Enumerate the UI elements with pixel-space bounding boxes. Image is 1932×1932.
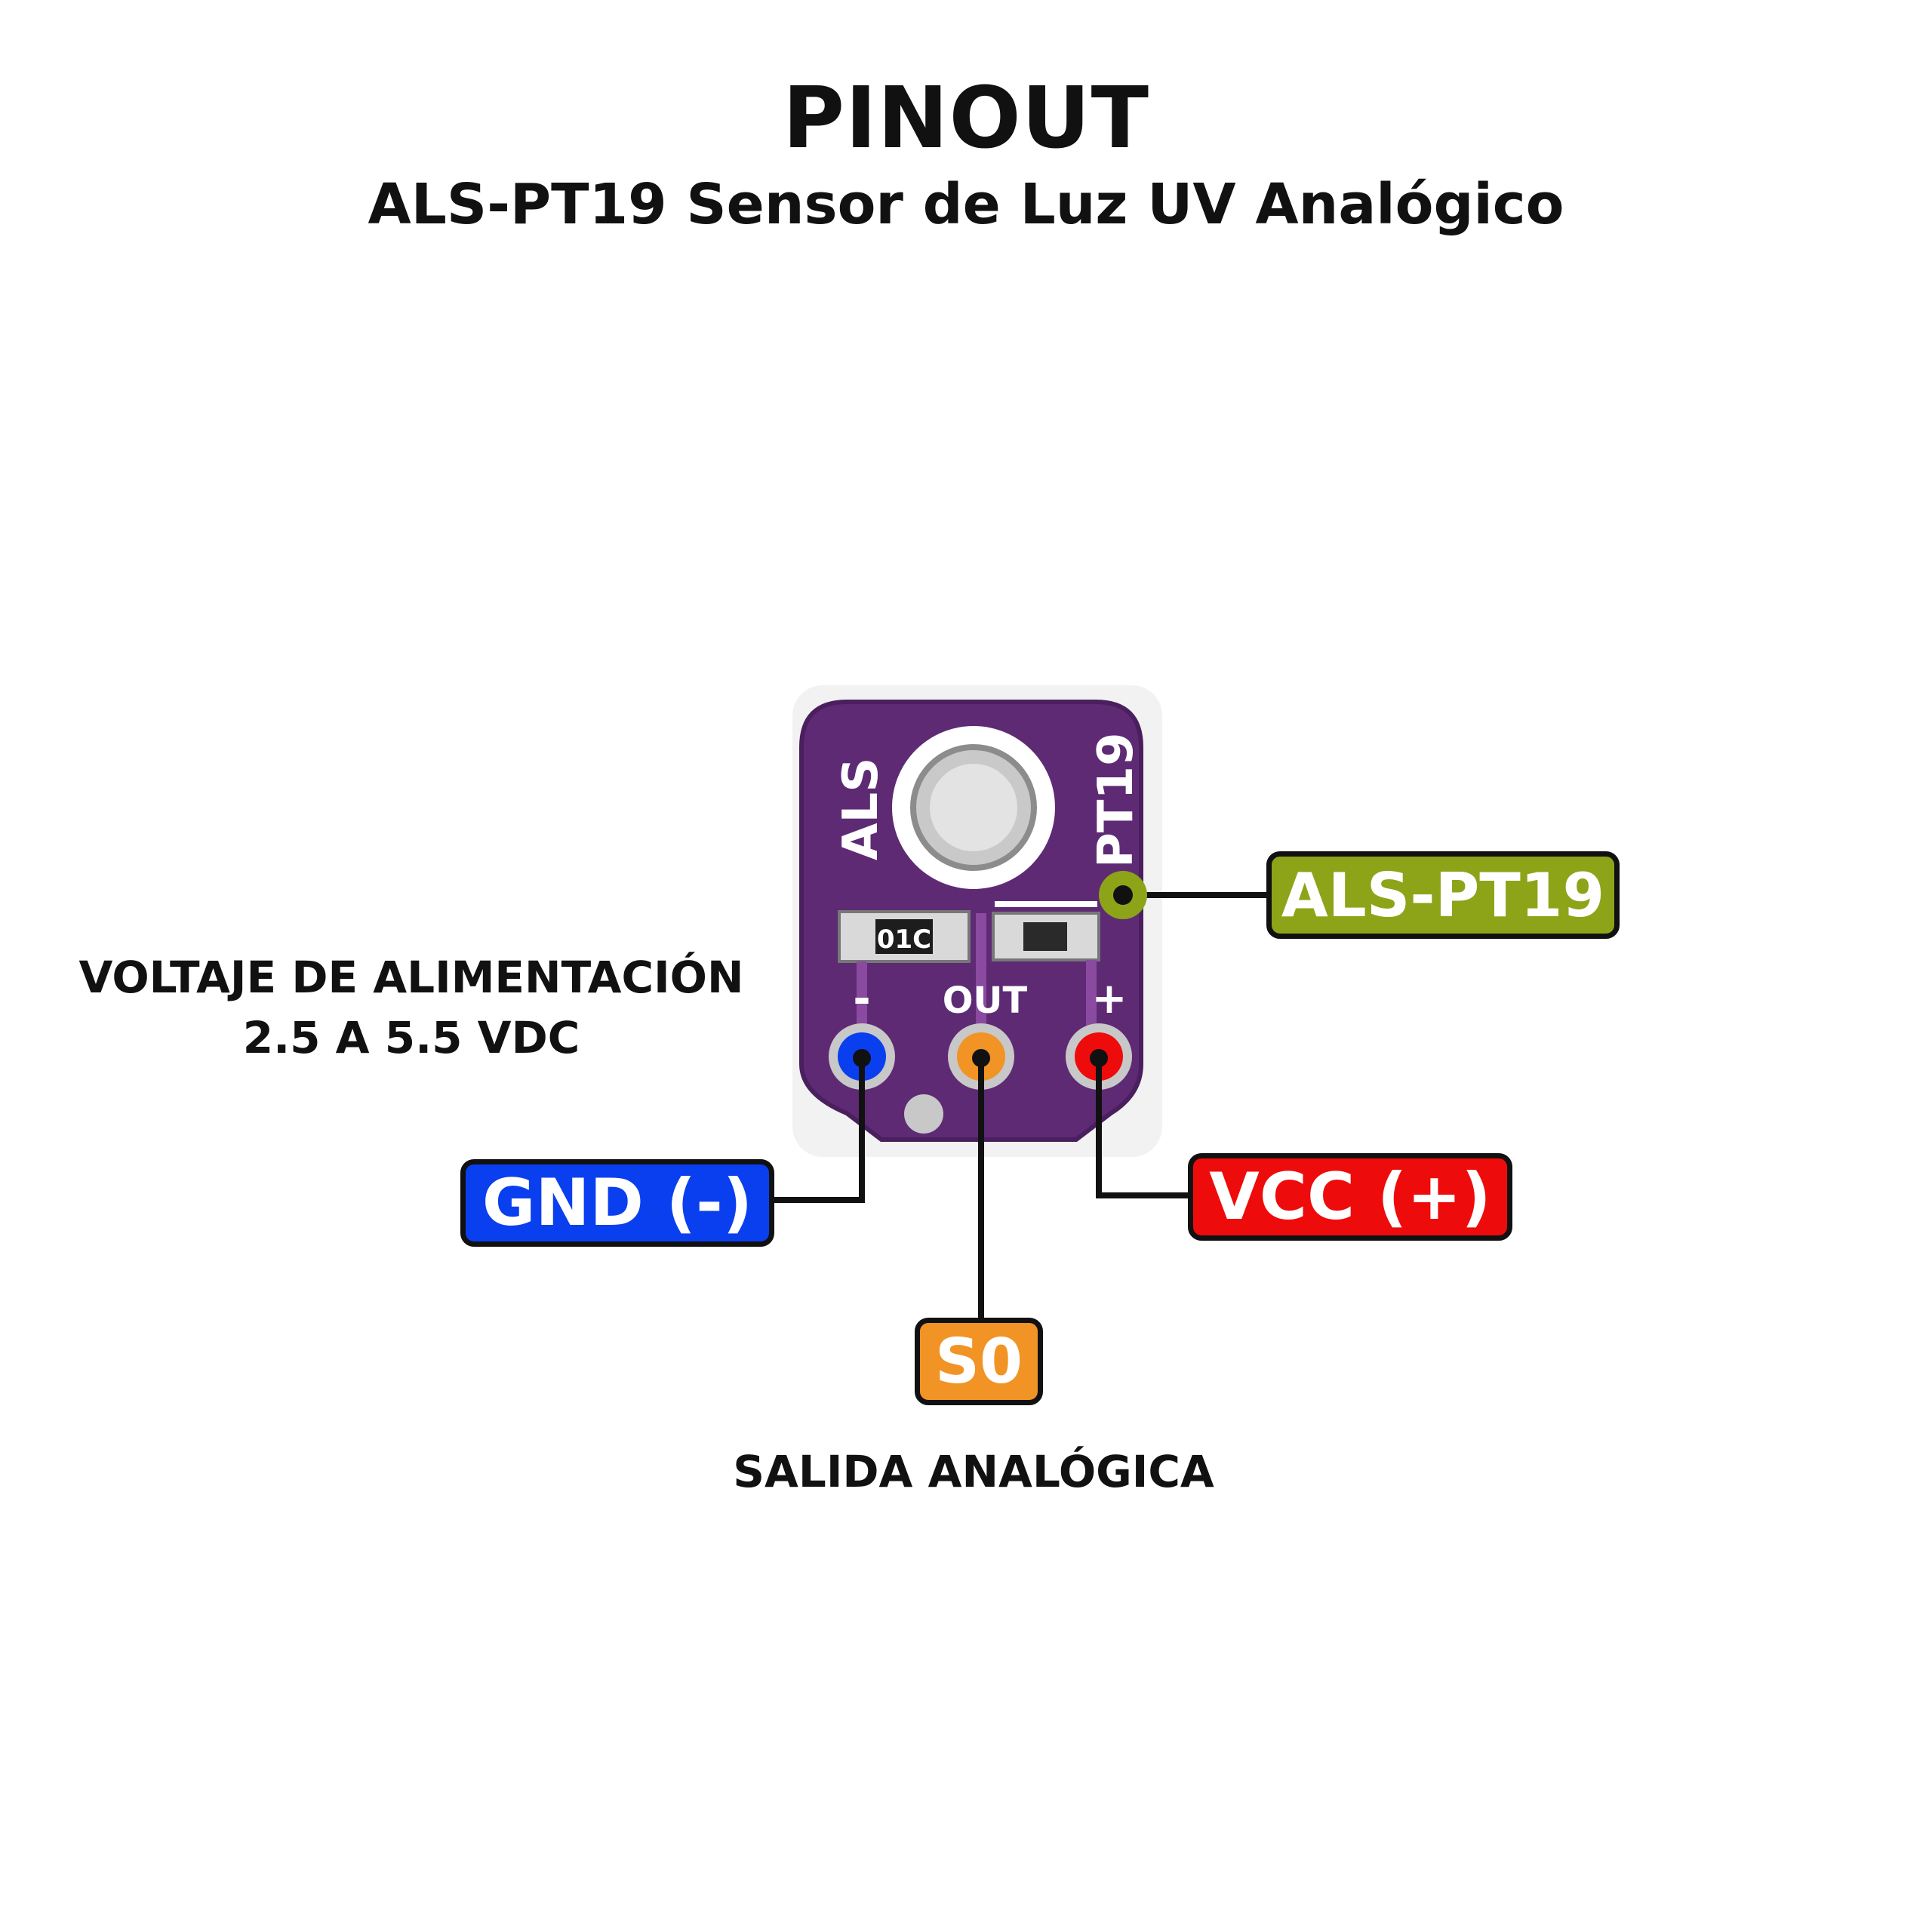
supply-voltage-range: 2.5 A 5.5 VDC <box>242 1012 580 1063</box>
supply-voltage-title: VOLTAJE DE ALIMENTACIÓN <box>78 952 744 1003</box>
leader-vcc <box>1096 1058 1188 1198</box>
silk-pt19: PT19 <box>1088 732 1144 868</box>
vcc-pin-label: VCC (+) <box>1188 1153 1512 1241</box>
sensor-marker-center <box>1113 885 1133 905</box>
silk-minus: - <box>853 974 870 1023</box>
analog-output-note: SALIDA ANALÓGICA <box>733 1446 1214 1497</box>
supply-voltage-note: VOLTAJE DE ALIMENTACIÓN 2.5 A 5.5 VDC <box>30 947 792 1068</box>
silk-als: ALS <box>833 758 889 860</box>
pin-center-vcc <box>1090 1049 1108 1067</box>
pin-center-out <box>972 1049 990 1067</box>
pt19-chip-body <box>1023 922 1067 951</box>
sensor-window-inner <box>930 764 1017 851</box>
page-subtitle: ALS-PT19 Sensor de Luz UV Analógico <box>368 172 1564 237</box>
page-title: PINOUT <box>782 69 1150 168</box>
gnd-pin-label: GND (-) <box>460 1159 774 1247</box>
silk-resistor-code: 01C <box>877 924 931 955</box>
pin-center-gnd <box>853 1049 871 1067</box>
silk-plus: + <box>1092 974 1128 1023</box>
output-pin-label: S0 <box>915 1318 1043 1405</box>
pt19-silk-bar <box>995 901 1097 907</box>
sensor-label: ALS-PT19 <box>1266 851 1620 939</box>
silk-out: OUT <box>943 980 1028 1022</box>
leader-gnd <box>774 1058 865 1203</box>
resistor-body <box>875 919 933 954</box>
via <box>904 1094 943 1134</box>
